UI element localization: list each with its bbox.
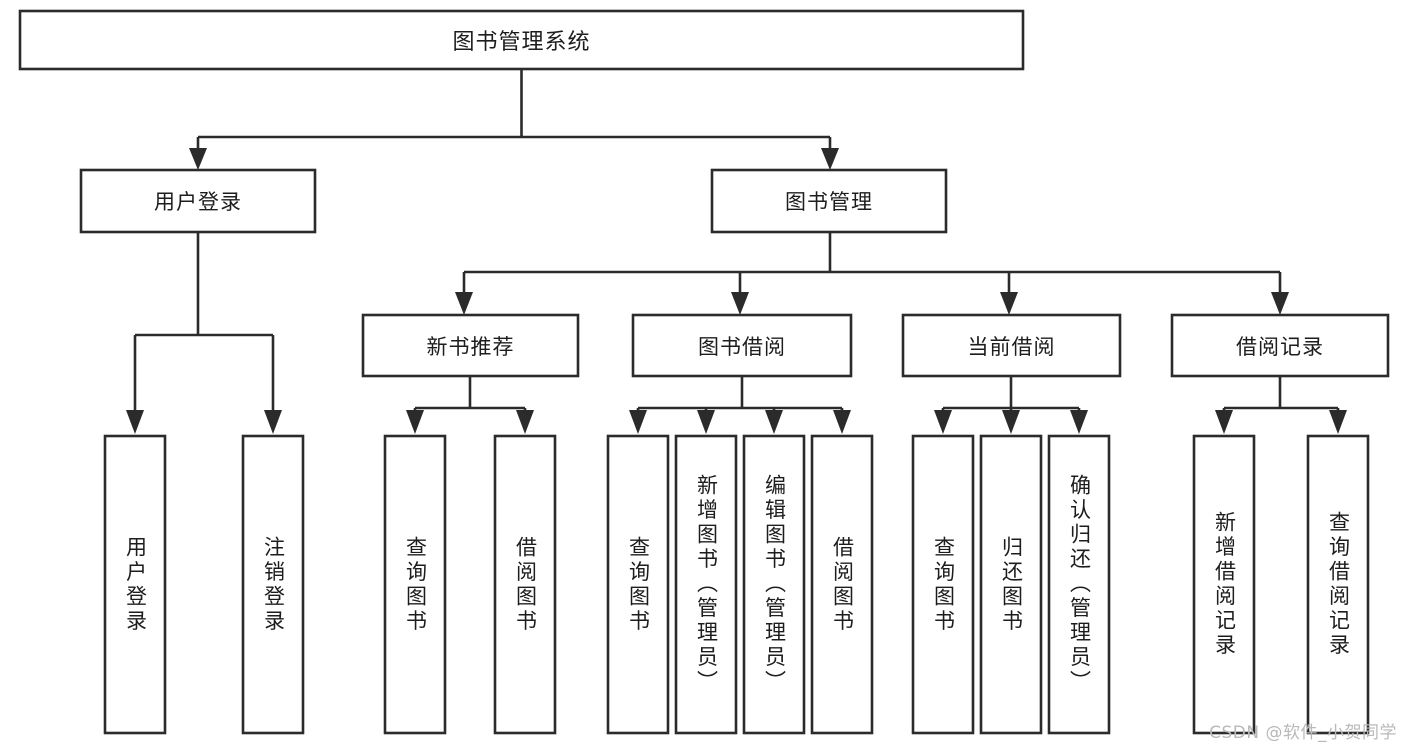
leaf-box-current-borrow-0[interactable] — [911, 434, 975, 735]
arrow-head-leaf-cb-3 — [1070, 410, 1088, 434]
leaf-box-current-borrow-1[interactable] — [979, 434, 1043, 735]
connector-group-root — [189, 69, 839, 170]
arrow-head-leaf-bb-4 — [833, 410, 851, 434]
leaf-box-borrow-record-0[interactable] — [1192, 434, 1256, 735]
connector-group-user-login — [126, 232, 282, 434]
leaf-box-book-borrow-1[interactable] — [674, 434, 738, 735]
arrow-head-current-borrow — [1000, 292, 1018, 315]
arrow-head-leaf-br-2 — [1329, 410, 1347, 434]
leaf-box-book-borrow-2[interactable] — [742, 434, 806, 735]
arrow-head-leaf-cb-1 — [934, 410, 952, 434]
leaf-box-new-book-recommend-1[interactable] — [493, 434, 557, 735]
watermark-text: CSDN @软件_小贺同学 — [1209, 723, 1397, 743]
node-box-current-borrow[interactable] — [901, 313, 1122, 378]
leaf-box-current-borrow-2[interactable] — [1047, 434, 1111, 735]
leaf-box-user-login-0[interactable] — [103, 434, 167, 735]
node-box-root[interactable] — [18, 9, 1025, 71]
leaf-box-borrow-record-1[interactable] — [1306, 434, 1370, 735]
arrow-head-user-login — [189, 148, 207, 170]
arrow-head-leaf-bb-1 — [629, 410, 647, 434]
arrow-head-leaf-user-login-2 — [264, 410, 282, 434]
connector-group-new-book-recommend — [406, 376, 534, 434]
node-box-new-book-recommend[interactable] — [361, 313, 580, 378]
leaf-box-book-borrow-3[interactable] — [810, 434, 874, 735]
arrow-head-new-book-recommend — [455, 292, 473, 315]
arrow-head-borrow-record — [1271, 292, 1289, 315]
leaf-box-user-login-1[interactable] — [241, 434, 305, 735]
connector-group-borrow-record — [1215, 376, 1347, 434]
arrow-head-book-borrow — [731, 292, 749, 315]
leaf-box-book-borrow-0[interactable] — [606, 434, 670, 735]
leaf-box-new-book-recommend-0[interactable] — [383, 434, 447, 735]
connector-group-current-borrow — [934, 376, 1088, 434]
arrow-head-leaf-user-login-1 — [126, 410, 144, 434]
arrow-head-leaf-bb-2 — [697, 410, 715, 434]
node-box-user-login[interactable] — [79, 168, 317, 234]
connector-group-book-borrow — [629, 376, 851, 434]
arrow-head-book-mgmt — [821, 148, 839, 170]
arrow-head-leaf-bb-3 — [765, 410, 783, 434]
connector-group-book-mgmt — [455, 232, 1289, 315]
arrow-head-leaf-nbr-2 — [516, 410, 534, 434]
node-box-borrow-record[interactable] — [1170, 313, 1390, 378]
arrow-head-leaf-br-1 — [1215, 410, 1233, 434]
arrow-head-leaf-nbr-1 — [406, 410, 424, 434]
arrow-head-leaf-cb-2 — [1002, 410, 1020, 434]
node-box-book-management[interactable] — [710, 168, 948, 234]
node-box-book-borrow[interactable] — [631, 313, 853, 378]
